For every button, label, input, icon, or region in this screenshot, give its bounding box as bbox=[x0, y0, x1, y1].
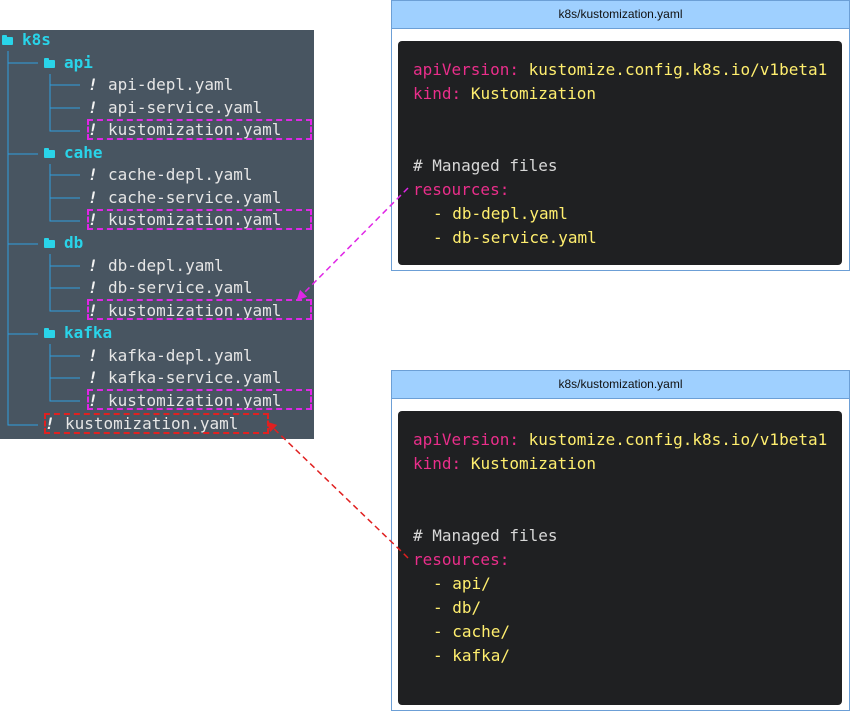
tree-file-kustomization[interactable]: ! kustomization.yaml bbox=[88, 300, 281, 322]
file-label: kustomization.yaml bbox=[108, 120, 282, 139]
yaml-key: kind: bbox=[413, 84, 462, 103]
code-line-kind: kind: Kustomization bbox=[413, 82, 596, 106]
folder-icon bbox=[44, 238, 55, 248]
code-line-apiversion: apiVersion: kustomize.config.k8s.io/v1be… bbox=[413, 428, 827, 452]
code-line-kind: kind: Kustomization bbox=[413, 452, 596, 476]
yaml-value: Kustomization bbox=[470, 454, 597, 473]
file-label: cache-service.yaml bbox=[108, 188, 282, 207]
tree-folder-kafka[interactable]: kafka bbox=[44, 322, 112, 344]
code-card-db: k8s/kustomization.yaml apiVersion: kusto… bbox=[391, 0, 850, 271]
yaml-file-icon: ! bbox=[88, 188, 98, 207]
file-label: api-service.yaml bbox=[108, 98, 263, 117]
folder-icon bbox=[44, 328, 55, 338]
highlight-box bbox=[87, 299, 312, 320]
tree-file-root-kustomization[interactable]: ! kustomization.yaml bbox=[45, 413, 238, 435]
code-comment: # Managed files bbox=[413, 156, 558, 175]
yaml-key-resources: resources: bbox=[413, 180, 510, 199]
file-label: kustomization.yaml bbox=[108, 301, 282, 320]
yaml-file-icon: ! bbox=[88, 256, 98, 275]
tree-file-kustomization[interactable]: ! kustomization.yaml bbox=[88, 209, 281, 231]
yaml-file-icon: ! bbox=[88, 165, 98, 184]
resource-item: - cache/ bbox=[433, 622, 511, 641]
resource-item: - db/ bbox=[433, 598, 482, 617]
tree-file[interactable]: ! api-service.yaml bbox=[88, 97, 262, 119]
code-comment: # Managed files bbox=[413, 526, 558, 545]
tree-file[interactable]: ! db-service.yaml bbox=[88, 277, 253, 299]
folder-icon bbox=[44, 148, 55, 158]
code-block: apiVersion: kustomize.config.k8s.io/v1be… bbox=[398, 41, 842, 265]
yaml-value: kustomize.config.k8s.io/v1beta1 bbox=[528, 430, 828, 449]
yaml-file-icon: ! bbox=[88, 368, 98, 387]
tree-folder-k8s[interactable]: k8s bbox=[2, 29, 51, 51]
yaml-file-icon: ! bbox=[88, 210, 98, 229]
file-tree-panel bbox=[0, 30, 314, 439]
yaml-value: kustomize.config.k8s.io/v1beta1 bbox=[528, 60, 828, 79]
folder-label: k8s bbox=[22, 30, 51, 49]
yaml-file-icon: ! bbox=[45, 414, 55, 433]
folder-label: db bbox=[64, 233, 84, 252]
card-title: k8s/kustomization.yaml bbox=[392, 371, 849, 399]
file-label: kustomization.yaml bbox=[108, 210, 282, 229]
yaml-file-icon: ! bbox=[88, 301, 98, 320]
file-label: kustomization.yaml bbox=[108, 391, 282, 410]
arrow-root-link bbox=[266, 421, 409, 559]
tree-folder-db[interactable]: db bbox=[44, 232, 83, 254]
code-line-apiversion: apiVersion: kustomize.config.k8s.io/v1be… bbox=[413, 58, 827, 82]
highlight-box bbox=[87, 389, 312, 410]
yaml-file-icon: ! bbox=[88, 278, 98, 297]
tree-file[interactable]: ! db-depl.yaml bbox=[88, 255, 224, 277]
tree-connector-lines bbox=[7, 51, 80, 426]
tree-file[interactable]: ! cache-service.yaml bbox=[88, 187, 281, 209]
yaml-value: Kustomization bbox=[470, 84, 597, 103]
folder-label: kafka bbox=[64, 323, 113, 342]
yaml-file-icon: ! bbox=[88, 391, 98, 410]
tree-file-kustomization[interactable]: ! kustomization.yaml bbox=[88, 390, 281, 412]
resource-item: - api/ bbox=[433, 574, 491, 593]
yaml-file-icon: ! bbox=[88, 346, 98, 365]
resource-item: - db-depl.yaml bbox=[433, 204, 568, 223]
file-label: kafka-service.yaml bbox=[108, 368, 282, 387]
tree-file-kustomization[interactable]: ! kustomization.yaml bbox=[88, 119, 281, 141]
tree-file[interactable]: ! api-depl.yaml bbox=[88, 74, 233, 96]
yaml-key: kind: bbox=[413, 454, 462, 473]
highlight-box bbox=[87, 119, 312, 140]
tree-folder-cahe[interactable]: cahe bbox=[44, 142, 103, 164]
yaml-file-icon: ! bbox=[88, 75, 98, 94]
file-label: db-depl.yaml bbox=[108, 256, 224, 275]
file-label: api-depl.yaml bbox=[108, 75, 234, 94]
folder-label: cahe bbox=[64, 143, 103, 162]
tree-file[interactable]: ! kafka-depl.yaml bbox=[88, 345, 253, 367]
highlight-box-root bbox=[44, 413, 269, 434]
yaml-key: apiVersion: bbox=[413, 60, 519, 79]
folder-label: api bbox=[64, 53, 93, 72]
yaml-key: apiVersion: bbox=[413, 430, 519, 449]
tree-file[interactable]: ! kafka-service.yaml bbox=[88, 367, 281, 389]
folder-icon bbox=[44, 58, 55, 68]
file-label: cache-depl.yaml bbox=[108, 165, 253, 184]
file-label: kafka-depl.yaml bbox=[108, 346, 253, 365]
tree-file[interactable]: ! cache-depl.yaml bbox=[88, 164, 253, 186]
resource-item: - db-service.yaml bbox=[433, 228, 597, 247]
tree-folder-api[interactable]: api bbox=[44, 52, 93, 74]
yaml-file-icon: ! bbox=[88, 120, 98, 139]
resource-item: - kafka/ bbox=[433, 646, 511, 665]
yaml-file-icon: ! bbox=[88, 98, 98, 117]
file-label: kustomization.yaml bbox=[65, 414, 239, 433]
highlight-box bbox=[87, 209, 312, 230]
code-block: apiVersion: kustomize.config.k8s.io/v1be… bbox=[398, 411, 842, 705]
card-title: k8s/kustomization.yaml bbox=[392, 1, 849, 29]
file-label: db-service.yaml bbox=[108, 278, 253, 297]
code-card-root: k8s/kustomization.yaml apiVersion: kusto… bbox=[391, 370, 850, 711]
yaml-key-resources: resources: bbox=[413, 550, 510, 569]
folder-icon bbox=[2, 35, 13, 45]
